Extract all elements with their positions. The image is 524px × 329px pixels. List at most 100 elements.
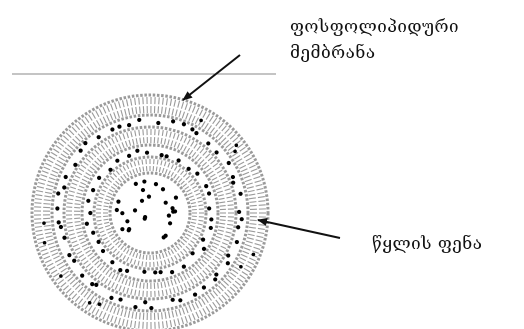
lipid-tail (199, 310, 202, 316)
water-molecule-dot (174, 196, 178, 200)
lipid-tail (179, 244, 182, 248)
lipid-tail (257, 232, 264, 233)
lipid-tail (168, 163, 170, 168)
water-molecule-dot (164, 201, 168, 205)
water-molecule-dot (127, 123, 131, 127)
lipid-tail (73, 244, 78, 246)
lipid-tail (159, 254, 160, 259)
lipid-tail (200, 262, 204, 266)
lipid-tail (121, 110, 123, 117)
lipid-tail (166, 289, 167, 295)
lipid-tail (113, 184, 117, 187)
lipid-tail (81, 258, 86, 261)
lipid-tail (213, 118, 217, 124)
lipid-tail (107, 314, 110, 320)
lipid-tail (119, 286, 121, 292)
lipid-tail (173, 133, 175, 139)
lipid-tail (171, 172, 174, 176)
lipid-tail (130, 163, 132, 168)
lipid-tail (161, 282, 162, 288)
lipid-tail (207, 295, 211, 301)
lipid-tail (49, 156, 55, 159)
lipid-tail (253, 177, 260, 179)
lipid-tail (110, 306, 113, 312)
lipid-tail (112, 138, 115, 143)
lipid-tail (49, 267, 55, 270)
lipid-tail (126, 99, 127, 106)
lipid-tail (248, 190, 255, 191)
lipid-tail (108, 281, 111, 286)
lipid-tail (198, 205, 203, 206)
lipid-tail (130, 259, 132, 264)
water-molecule-dot (72, 259, 76, 263)
lipid-tail (190, 199, 195, 200)
lipid-tail (132, 312, 133, 319)
lipid-tail (78, 122, 82, 128)
lipid-tail (164, 282, 165, 288)
lipid-tail (159, 291, 160, 297)
lipid-tail (248, 231, 255, 232)
lipid-tail (194, 234, 199, 236)
lipid-tail (242, 251, 248, 254)
lipid-tail (258, 197, 265, 198)
lipid-tail (249, 198, 256, 199)
water-molecule-dot (88, 211, 92, 215)
lipid-tail (246, 183, 253, 185)
lipid-tail (174, 319, 176, 326)
lipid-tail (75, 296, 80, 301)
lipid-tail (103, 153, 107, 158)
water-molecule-dot (57, 220, 61, 224)
lipid-tail (46, 236, 53, 238)
lipid-tail (247, 187, 254, 189)
lipid-tail (138, 261, 139, 266)
lipid-tail (79, 238, 85, 240)
lipid-tail (228, 205, 234, 206)
lipid-tail (174, 142, 176, 148)
lipid-tail (221, 283, 226, 288)
lipid-tail (76, 196, 82, 197)
lipid-tail (192, 269, 196, 274)
lipid-tail (35, 227, 42, 228)
lipid-tail (179, 111, 181, 118)
water-molecule-dot (97, 135, 101, 139)
lipid-tail (202, 162, 206, 166)
lipid-tail (238, 162, 244, 165)
lipid-tail (171, 140, 173, 146)
lipid-tail (183, 249, 186, 253)
lipid-tail (96, 111, 99, 117)
lipid-tail (73, 282, 78, 287)
lipid-tail (130, 171, 132, 176)
lipid-tail (75, 176, 80, 179)
lipid-tail (222, 295, 227, 300)
lipid-tail (168, 171, 170, 176)
lipid-tail (110, 114, 113, 120)
lipid-tail (203, 151, 207, 155)
lipid-tail (97, 263, 101, 267)
lipid-tail (85, 303, 89, 309)
lipid-tail (123, 287, 125, 293)
lipid-tail (69, 130, 74, 135)
lipid-tail (240, 258, 246, 261)
lipid-tail (226, 232, 232, 233)
lipid-tail (98, 197, 103, 198)
lipid-tail (75, 222, 81, 223)
lipid-tail (227, 197, 233, 198)
lipid-tail (48, 181, 55, 183)
lipid-tail (61, 283, 66, 287)
lipid-tail (78, 287, 83, 292)
water-molecule-dot (143, 215, 147, 219)
lipid-tail (213, 259, 218, 263)
lipid-tail (72, 127, 77, 132)
lipid-tail (109, 272, 112, 277)
lipid-tail (136, 282, 137, 288)
lipid-tail (215, 240, 221, 242)
lipid-tail (256, 184, 263, 186)
lipid-tail (177, 277, 179, 283)
membrane-label-line2: მემბრანა (290, 42, 376, 64)
lipid-tail (99, 109, 102, 115)
lipid-tail (218, 230, 224, 231)
water-molecule-dot (120, 211, 124, 215)
lipid-tail (166, 321, 167, 328)
lipid-tail (140, 107, 141, 114)
